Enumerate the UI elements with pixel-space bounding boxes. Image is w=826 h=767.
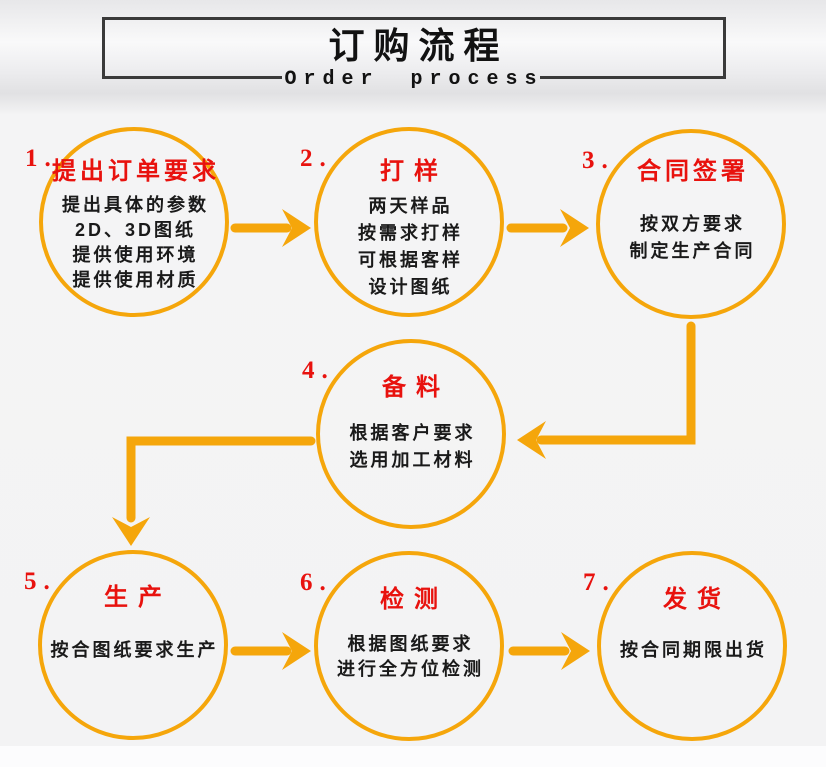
step-detail-line: 根据客户要求: [349, 423, 476, 443]
header-frame: [102, 17, 726, 79]
step-title: 合同签署: [637, 158, 749, 185]
step-title: 检测: [380, 586, 448, 613]
step-details: 两天样品 按需求打样 可根据客样 设计图纸: [310, 193, 508, 301]
step-number: 4.: [302, 357, 335, 384]
connector-step3-to-step4-icon: [517, 321, 696, 459]
step-detail-line: 设计图纸: [368, 277, 453, 297]
step-detail-line: 根据图纸要求: [347, 634, 474, 654]
step-circle-6: 6. 检测 根据图纸要求 进行全方位检测: [300, 551, 504, 741]
step-number: 2.: [300, 145, 333, 172]
step-detail-line: 按需求打样: [358, 223, 463, 243]
step-number: 7.: [583, 569, 616, 596]
step-circle-3: 3. 合同签署 按双方要求 制定生产合同: [582, 129, 786, 319]
step-circle-2: 2. 打样 两天样品 按需求打样 可根据客样 设计图纸: [300, 127, 504, 317]
step-circle-5: 5. 生产 按合图纸要求生产: [24, 550, 228, 740]
step-circle-1: 1. 提出订单要求 提出具体的参数 2D、3D图纸 提供使用环境 提供使用材质: [25, 127, 229, 317]
step-title: 备料: [382, 374, 450, 401]
arrow-step6-to-step7-icon: [508, 632, 590, 670]
step-circle-7: 7. 发货 按合同期限出货: [583, 551, 787, 741]
step-detail-line: 2D、3D图纸: [74, 220, 197, 240]
step-title: 提出订单要求: [52, 158, 220, 185]
step-detail-line: 提出具体的参数: [62, 195, 209, 215]
step-details: 按双方要求 制定生产合同: [592, 211, 790, 265]
header-frame-bottom-right-segment: [540, 76, 726, 79]
step-title: 生产: [104, 584, 172, 611]
step-title: 发货: [663, 586, 731, 613]
step-details: 根据客户要求 选用加工材料: [312, 420, 510, 474]
connector-step4-to-step5-icon: [112, 436, 316, 546]
step-number: 5.: [24, 568, 57, 595]
step-detail-line: 提供使用材质: [72, 270, 199, 290]
arrow-step5-to-step6-icon: [230, 632, 311, 670]
step-detail-line: 两天样品: [368, 196, 453, 216]
step-details: 按合同期限出货: [593, 638, 791, 663]
step-number: 1.: [25, 145, 58, 172]
page-title: 订购流程: [328, 26, 509, 66]
step-details: 提出具体的参数 2D、3D图纸 提供使用环境 提供使用材质: [35, 193, 233, 293]
bottom-white-strip: [0, 746, 826, 767]
step-title: 打样: [380, 158, 448, 185]
step-detail-line: 选用加工材料: [349, 450, 476, 470]
step-detail-line: 进行全方位检测: [337, 659, 484, 679]
step-details: 根据图纸要求 进行全方位检测: [310, 632, 508, 682]
header-frame-bottom-left-segment: [102, 76, 282, 79]
step-number: 6.: [300, 569, 333, 596]
page-subtitle: Order process: [284, 68, 544, 91]
step-detail-line: 按双方要求: [640, 214, 745, 234]
step-number: 3.: [582, 147, 615, 174]
step-detail-line: 可根据客样: [358, 250, 463, 270]
step-circle-4: 4. 备料 根据客户要求 选用加工材料: [302, 339, 506, 529]
step-detail-line: 按合同期限出货: [620, 640, 767, 660]
step-detail-line: 制定生产合同: [629, 241, 756, 261]
arrow-step2-to-step3-icon: [506, 209, 589, 247]
step-details: 按合图纸要求生产: [34, 638, 232, 663]
step-detail-line: 提供使用环境: [72, 245, 199, 265]
step-detail-line: 按合图纸要求生产: [50, 640, 219, 660]
arrow-step1-to-step2-icon: [230, 209, 311, 247]
